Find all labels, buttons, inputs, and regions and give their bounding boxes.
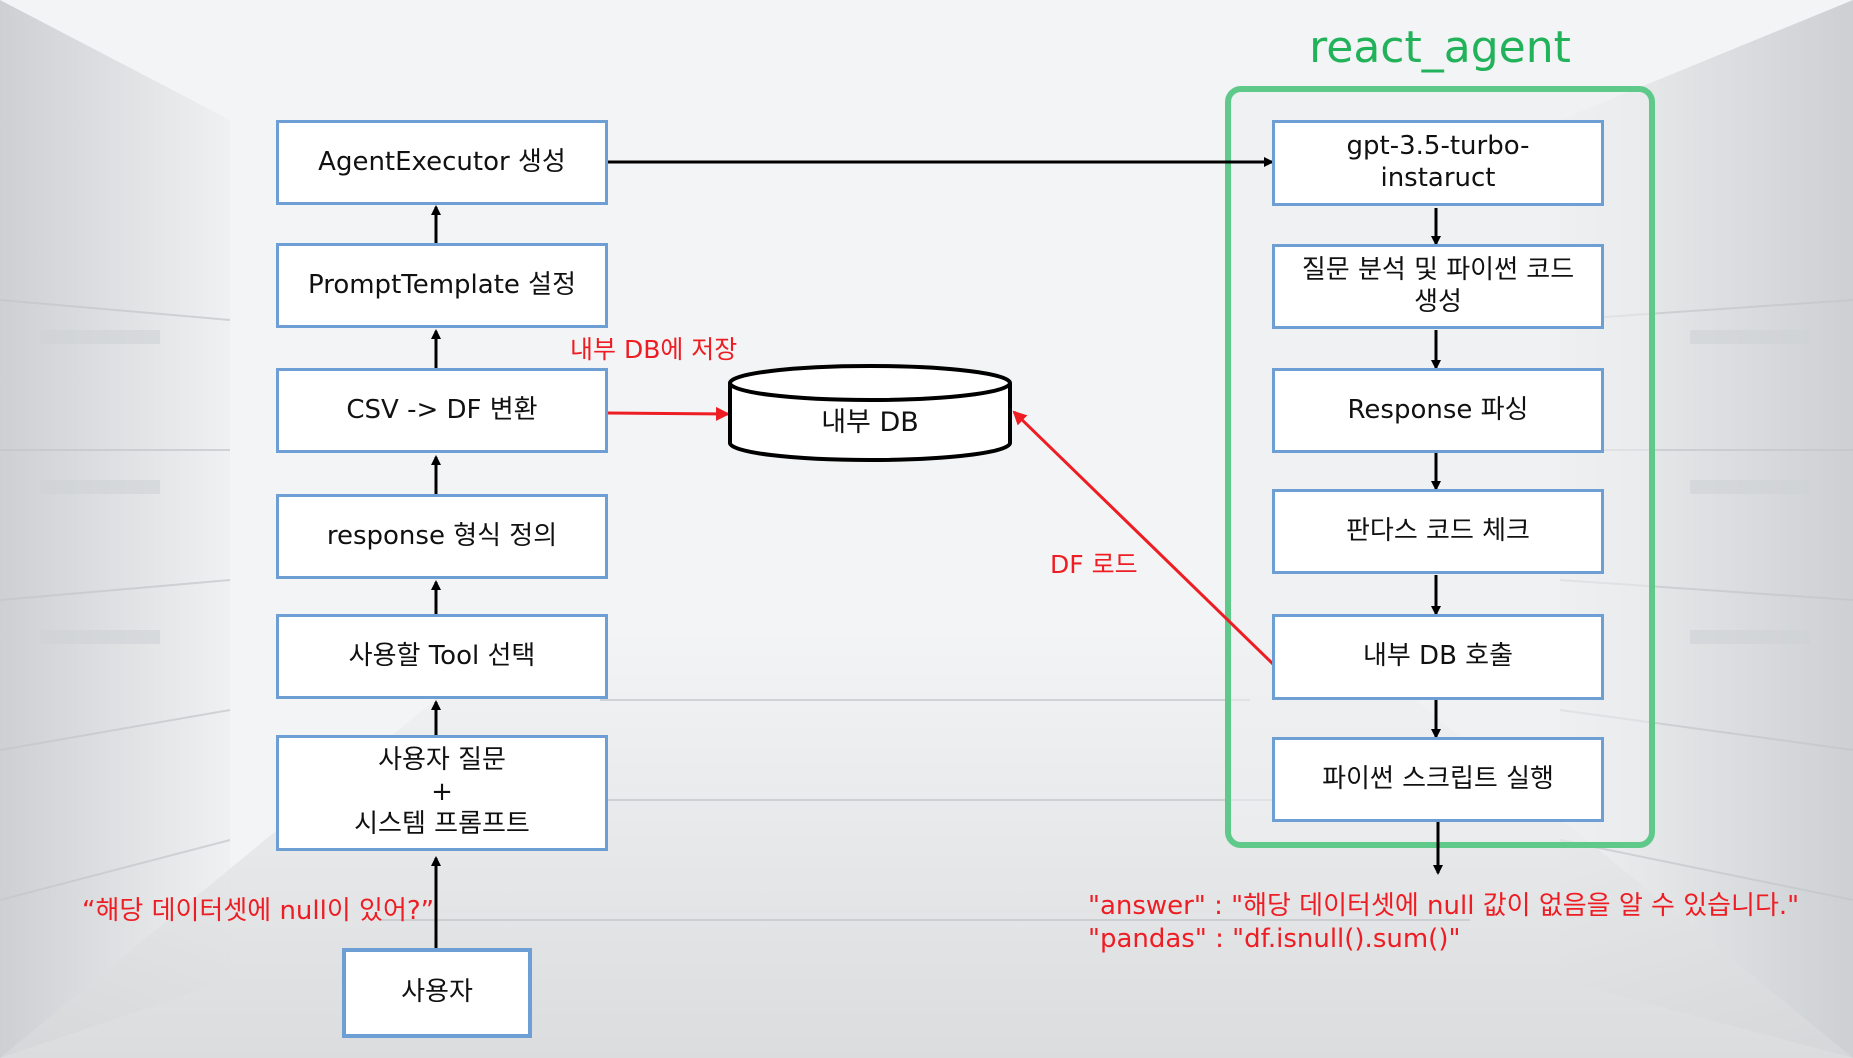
step-question-analysis-line-2: 생성 (1414, 286, 1462, 317)
output-pandas-line: "pandas" : "df.isnull().sum()" (1088, 923, 1461, 954)
user-label: 사용자 (401, 977, 473, 1008)
step-question-analysis: 질문 분석 및 파이썬 코드 생성 (1272, 244, 1604, 329)
step-gpt-model: gpt-3.5-turbo- instaruct (1272, 120, 1604, 206)
step-question-analysis-line-1: 질문 분석 및 파이썬 코드 (1301, 254, 1575, 285)
save-to-db-label: 내부 DB에 저장 (570, 335, 738, 364)
step-db-call-label: 내부 DB 호출 (1362, 641, 1514, 672)
response-format-box: response 형식 정의 (276, 494, 608, 579)
prompt-template-label: PromptTemplate 설정 (307, 269, 576, 300)
df-load-label: DF 로드 (1050, 550, 1138, 579)
step-run-script-label: 파이썬 스크립트 실행 (1322, 763, 1554, 794)
prompt-template-box: PromptTemplate 설정 (276, 243, 608, 328)
user-box: 사용자 (342, 948, 532, 1038)
user-question-box: 사용자 질문 + 시스템 프롬프트 (276, 735, 608, 851)
response-format-label: response 형식 정의 (326, 520, 558, 551)
step-response-parsing: Response 파싱 (1272, 368, 1604, 453)
database-label: 내부 DB (821, 407, 919, 438)
step-gpt-model-line-1: gpt-3.5-turbo- (1346, 131, 1530, 162)
tool-select-label: 사용할 Tool 선택 (348, 640, 536, 671)
output-answer-line: "answer" : "해당 데이터셋에 null 값이 없음을 알 수 있습니… (1088, 891, 1800, 921)
csv-to-df-label: CSV -> DF 변환 (346, 394, 538, 425)
step-response-parsing-label: Response 파싱 (1347, 394, 1529, 425)
agent-executor-box: AgentExecutor 생성 (276, 120, 608, 205)
step-pandas-check: 판다스 코드 체크 (1272, 489, 1604, 574)
step-pandas-check-label: 판다스 코드 체크 (1346, 515, 1530, 546)
user-question-line-3: 시스템 프롬프트 (354, 808, 530, 839)
csv-to-df-box: CSV -> DF 변환 (276, 368, 608, 453)
output-block: "answer" : "해당 데이터셋에 null 값이 없음을 알 수 있습니… (1088, 890, 1799, 955)
user-question-line-2: + (431, 777, 453, 808)
step-gpt-model-line-2: instaruct (1380, 163, 1496, 193)
step-db-call: 내부 DB 호출 (1272, 614, 1604, 700)
user-query-label: “해당 데이터셋에 null이 있어?” (82, 896, 435, 926)
agent-executor-label: AgentExecutor 생성 (318, 146, 566, 177)
step-run-script: 파이썬 스크립트 실행 (1272, 737, 1604, 822)
react-agent-panel (1225, 86, 1655, 848)
tool-select-box: 사용할 Tool 선택 (276, 614, 608, 699)
react-agent-title: react_agent (1309, 22, 1571, 73)
user-question-line-1: 사용자 질문 (378, 745, 506, 776)
